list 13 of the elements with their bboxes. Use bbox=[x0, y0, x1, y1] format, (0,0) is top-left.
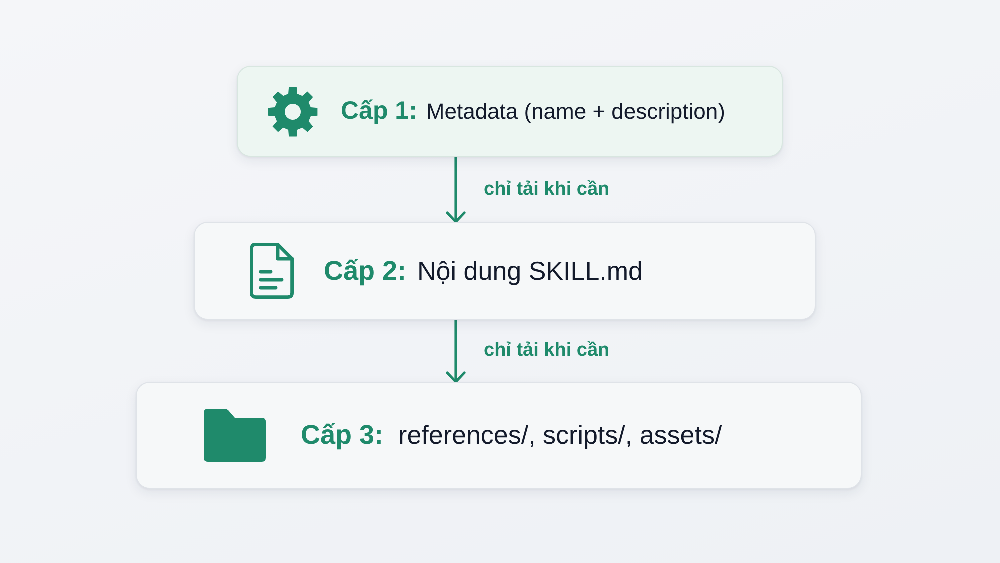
level-title: Cấp 2: bbox=[324, 256, 407, 286]
edge-label: chỉ tải khi cần bbox=[484, 178, 610, 200]
edge-label: chỉ tải khi cần bbox=[484, 340, 610, 362]
level-description: references/, scripts/, assets/ bbox=[398, 420, 722, 451]
arrow bbox=[446, 318, 466, 384]
level-title: Cấp 3: bbox=[301, 420, 384, 451]
level-box bbox=[237, 66, 783, 157]
level-box bbox=[136, 382, 862, 489]
level-box bbox=[194, 222, 816, 320]
arrow bbox=[446, 156, 466, 224]
level-description: Nội dung SKILL.md bbox=[418, 256, 643, 286]
level-description: Metadata (name + description) bbox=[426, 99, 726, 125]
level-title: Cấp 1: bbox=[341, 97, 418, 126]
